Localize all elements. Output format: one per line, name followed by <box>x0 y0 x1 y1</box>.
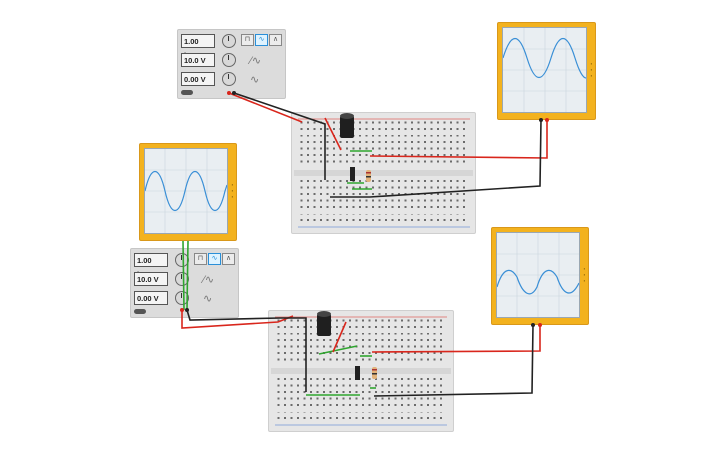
amplitude-knob[interactable] <box>175 272 189 286</box>
offset-knob[interactable] <box>175 291 189 305</box>
oscilloscope-3[interactable]: ▪ ▪ ▪ <box>491 227 589 325</box>
function-generator-2[interactable]: 1.00 kHz 10.0 V 0.00 V ⊓ ∿ ∧ ⁄∿ ∿ <box>130 248 239 318</box>
frequency-knob[interactable] <box>222 34 236 48</box>
amplitude-display: 10.0 V <box>134 272 168 286</box>
frequency-display: 1.00 kHz <box>134 253 168 279</box>
oscilloscope-screen <box>496 232 580 318</box>
amplitude-display: 10.0 V <box>181 53 215 67</box>
amplitude-wave-icon: ⁄∿ <box>250 55 262 67</box>
breadboard-holes <box>271 316 451 426</box>
offset-display: 0.00 V <box>134 291 168 305</box>
function-generator-1[interactable]: 1.00 kHz 10.0 V 0.00 V ⊓ ∿ ∧ ⁄∿ ∿ <box>177 29 286 99</box>
triangle-wave-button[interactable]: ∧ <box>222 253 235 265</box>
sine-wave-button[interactable]: ∿ <box>255 34 268 46</box>
sine-trace <box>503 28 586 112</box>
triangle-wave-button[interactable]: ∧ <box>269 34 282 46</box>
offset-wave-icon: ∿ <box>250 74 260 86</box>
scope-side-label: ▪ ▪ ▪ <box>230 182 235 200</box>
oscilloscope-screen <box>502 27 587 113</box>
sine-wave-button[interactable]: ∿ <box>208 253 221 265</box>
frequency-display: 1.00 kHz <box>181 34 215 60</box>
sine-trace <box>497 233 579 317</box>
scope-side-label: ▪ ▪ ▪ <box>582 266 587 284</box>
breadboard-holes <box>294 118 473 228</box>
power-switch[interactable] <box>134 309 146 314</box>
square-wave-button[interactable]: ⊓ <box>241 34 254 46</box>
offset-knob[interactable] <box>222 72 236 86</box>
oscilloscope-1[interactable]: ▪ ▪ ▪ <box>497 22 596 120</box>
amplitude-knob[interactable] <box>222 53 236 67</box>
power-switch[interactable] <box>181 90 193 95</box>
frequency-knob[interactable] <box>175 253 189 267</box>
square-wave-button[interactable]: ⊓ <box>194 253 207 265</box>
breadboard-2[interactable] <box>268 310 454 432</box>
scope-side-label: ▪ ▪ ▪ <box>589 61 594 79</box>
breadboard-1[interactable] <box>291 112 476 234</box>
oscilloscope-2[interactable]: ▪ ▪ ▪ <box>139 143 237 241</box>
offset-wave-icon: ∿ <box>203 293 213 305</box>
oscilloscope-screen <box>144 148 228 234</box>
offset-display: 0.00 V <box>181 72 215 86</box>
sine-trace <box>145 149 227 233</box>
amplitude-wave-icon: ⁄∿ <box>203 274 215 286</box>
